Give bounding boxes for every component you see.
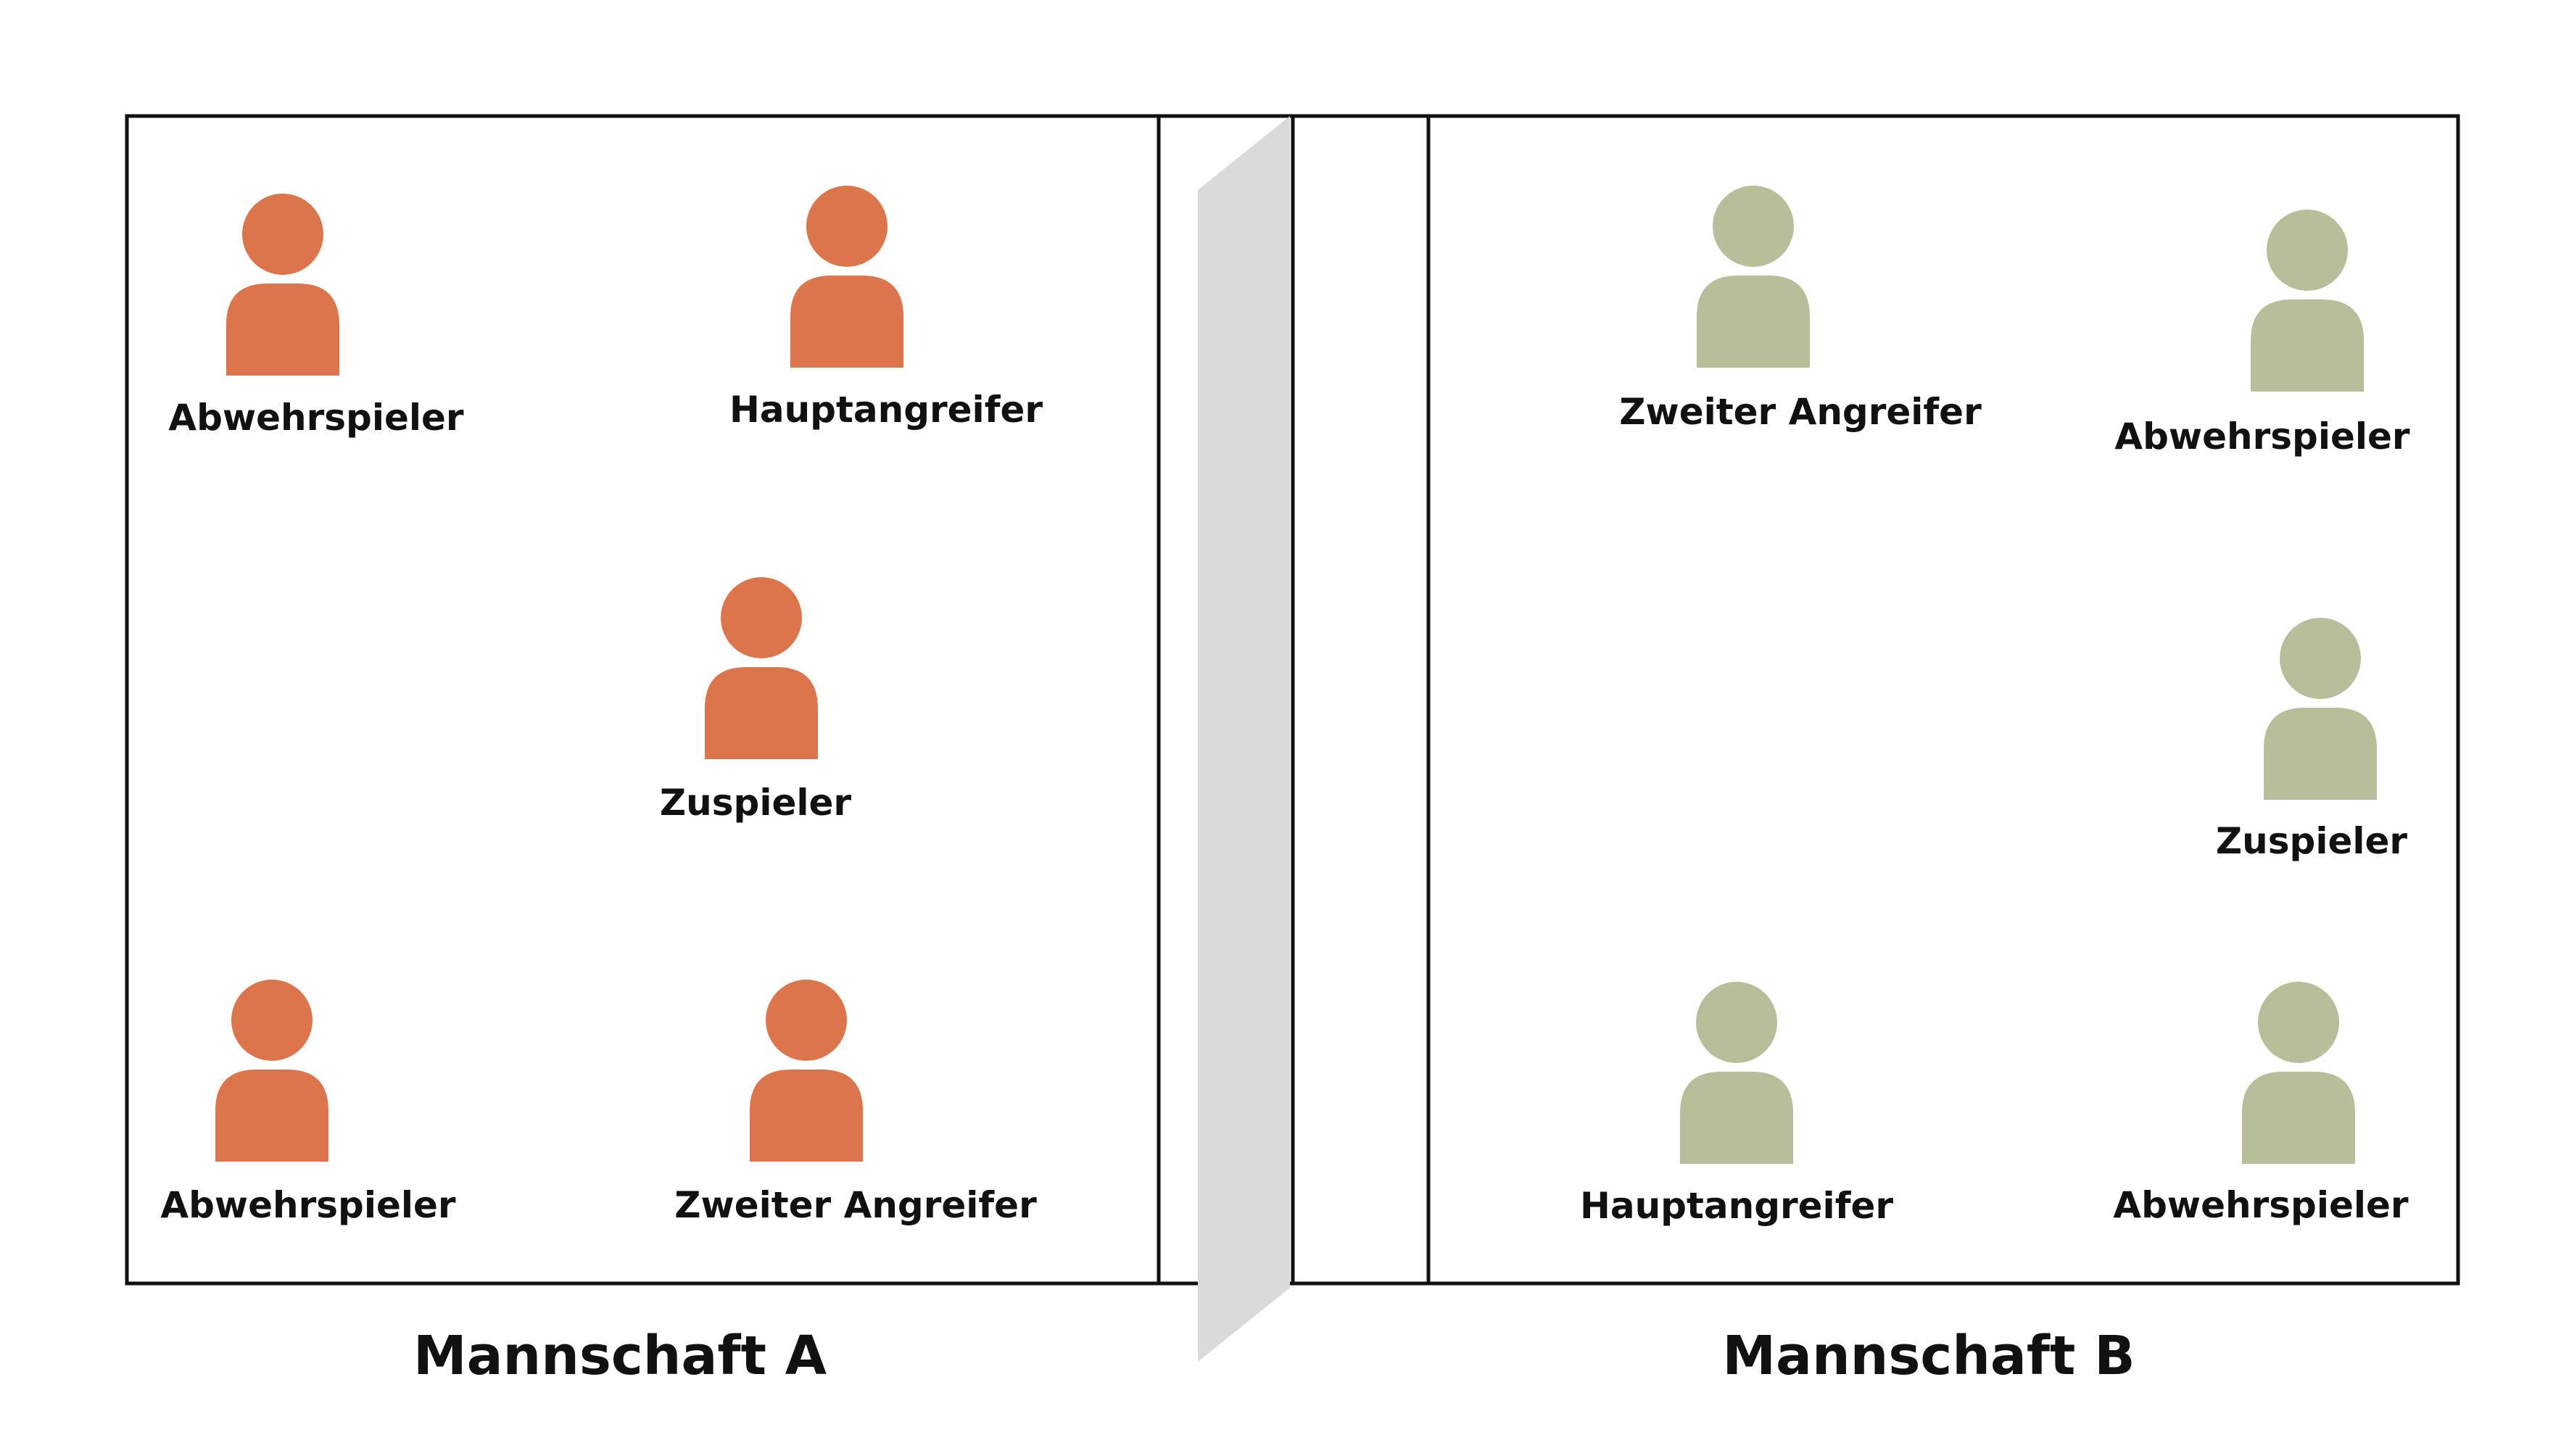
player-role-label: Zuspieler	[2216, 820, 2408, 862]
person-icon	[705, 577, 818, 759]
player-role-label: Zuspieler	[660, 782, 852, 824]
player-b-2: Abwehrspieler	[2114, 210, 2410, 458]
player-b-5: Abwehrspieler	[2113, 982, 2409, 1226]
person-icon	[2251, 210, 2364, 392]
person-icon	[750, 980, 863, 1162]
team-a-name: Mannschaft A	[413, 1325, 827, 1387]
player-b-4: Hauptangreifer	[1580, 982, 1893, 1227]
player-role-label: Zweiter Angreifer	[674, 1184, 1037, 1226]
player-role-label: Hauptangreifer	[729, 389, 1043, 431]
person-icon	[790, 186, 903, 368]
player-b-3: Zuspieler	[2216, 618, 2408, 862]
person-icon	[1680, 982, 1793, 1164]
person-icon	[226, 194, 339, 376]
player-role-label: Hauptangreifer	[1580, 1185, 1893, 1227]
net	[1198, 116, 1290, 1362]
player-a-4: Abwehrspieler	[160, 980, 456, 1226]
player-b-1: Zweiter Angreifer	[1619, 186, 1982, 433]
person-icon	[215, 980, 328, 1162]
team-b-name: Mannschaft B	[1722, 1325, 2135, 1387]
player-role-label: Zweiter Angreifer	[1619, 391, 1982, 433]
player-a-1: Abwehrspieler	[168, 194, 464, 439]
player-a-5: Zweiter Angreifer	[674, 980, 1037, 1226]
player-a-2: Hauptangreifer	[729, 186, 1043, 431]
player-a-3: Zuspieler	[660, 577, 852, 824]
person-icon	[1697, 186, 1810, 368]
person-icon	[2264, 618, 2377, 800]
player-role-label: Abwehrspieler	[160, 1184, 455, 1226]
player-role-label: Abwehrspieler	[168, 397, 463, 439]
player-role-label: Abwehrspieler	[2113, 1184, 2408, 1226]
person-icon	[2242, 982, 2355, 1164]
player-role-label: Abwehrspieler	[2114, 415, 2409, 458]
